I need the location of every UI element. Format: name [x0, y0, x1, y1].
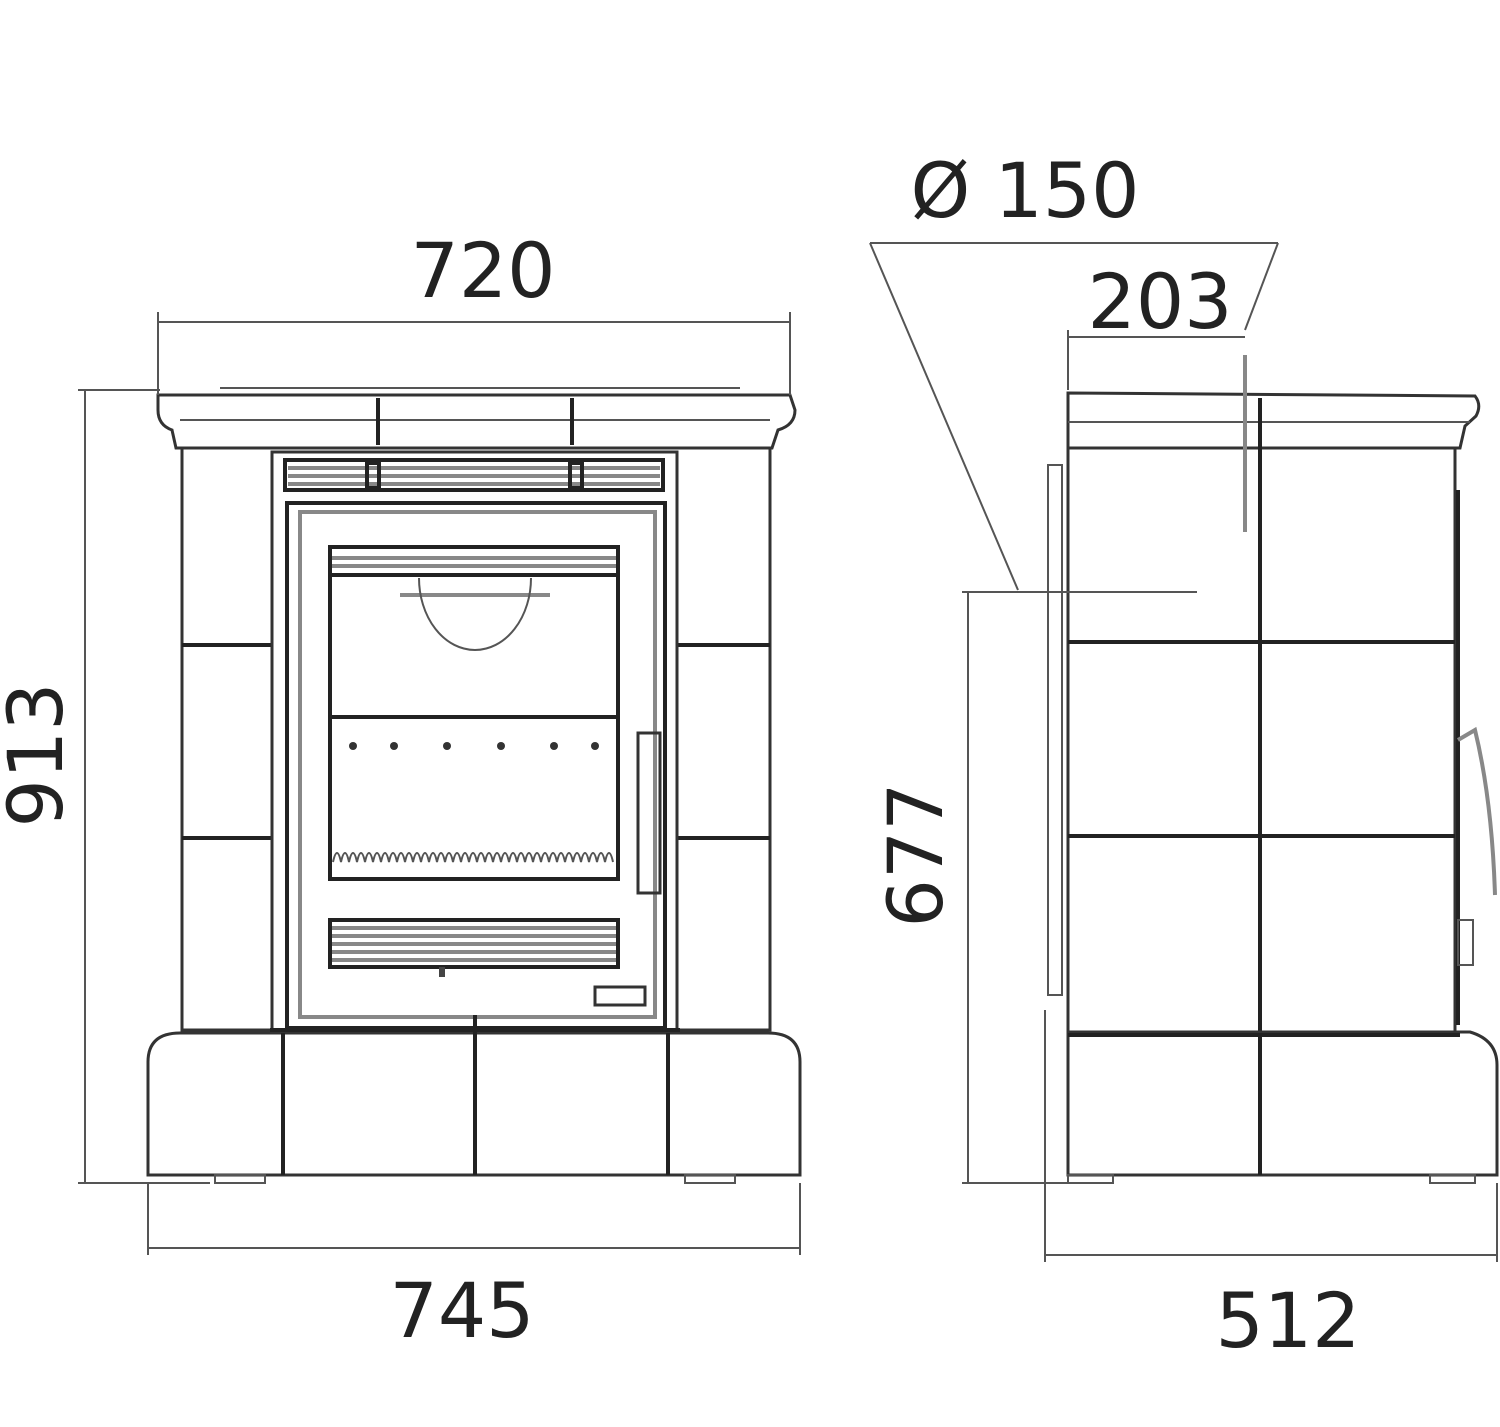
top-grille [283, 458, 665, 492]
front-top-cap [156, 393, 797, 450]
side-base [1066, 1030, 1499, 1177]
door-handle [636, 731, 662, 895]
rivet-row [349, 742, 599, 750]
side-top-cap [1066, 391, 1481, 450]
dimension-base-width: 745 [389, 1266, 534, 1355]
stove-door [285, 501, 667, 1030]
front-base [146, 1031, 802, 1177]
dimension-height: 913 [0, 682, 80, 827]
dimension-top-width: 720 [410, 226, 555, 315]
flame-wave [332, 852, 614, 863]
side-view [1047, 391, 1499, 1184]
side-door-handle [1456, 726, 1497, 896]
front-dimensions: 720 913 745 [0, 226, 801, 1355]
glass-window [328, 545, 620, 881]
dimension-depth: 512 [1215, 1276, 1360, 1365]
side-dimensions: Ø 150 203 677 512 [869, 146, 1498, 1365]
air-vent [328, 918, 620, 969]
front-view [146, 387, 802, 1184]
dimension-flue-height: 677 [871, 782, 960, 927]
dimension-flue-diameter: Ø 150 [910, 146, 1139, 235]
dimension-flue-offset: 203 [1087, 257, 1232, 346]
